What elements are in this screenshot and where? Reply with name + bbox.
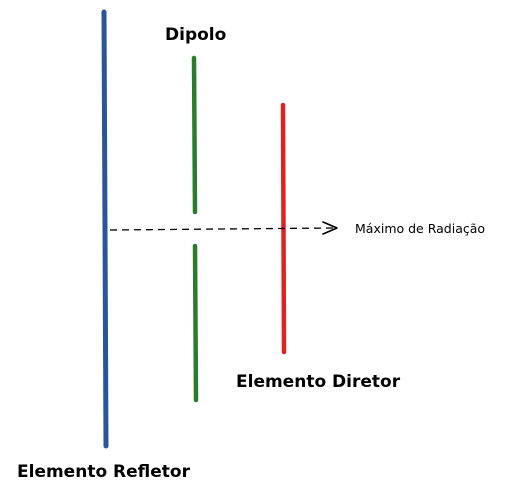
reflector-label: Elemento Refletor xyxy=(17,462,190,482)
reflector-element xyxy=(101,9,109,449)
radiation-arrow-head xyxy=(322,221,338,235)
radiation-axis-dashed-line xyxy=(109,227,335,231)
dipole-lower-element xyxy=(192,243,199,403)
dipole-upper-element xyxy=(191,55,198,215)
maximum-radiation-label: Máximo de Radiação xyxy=(355,221,486,236)
director-label: Elemento Diretor xyxy=(236,372,401,392)
dipole-label: Dipolo xyxy=(165,25,227,45)
